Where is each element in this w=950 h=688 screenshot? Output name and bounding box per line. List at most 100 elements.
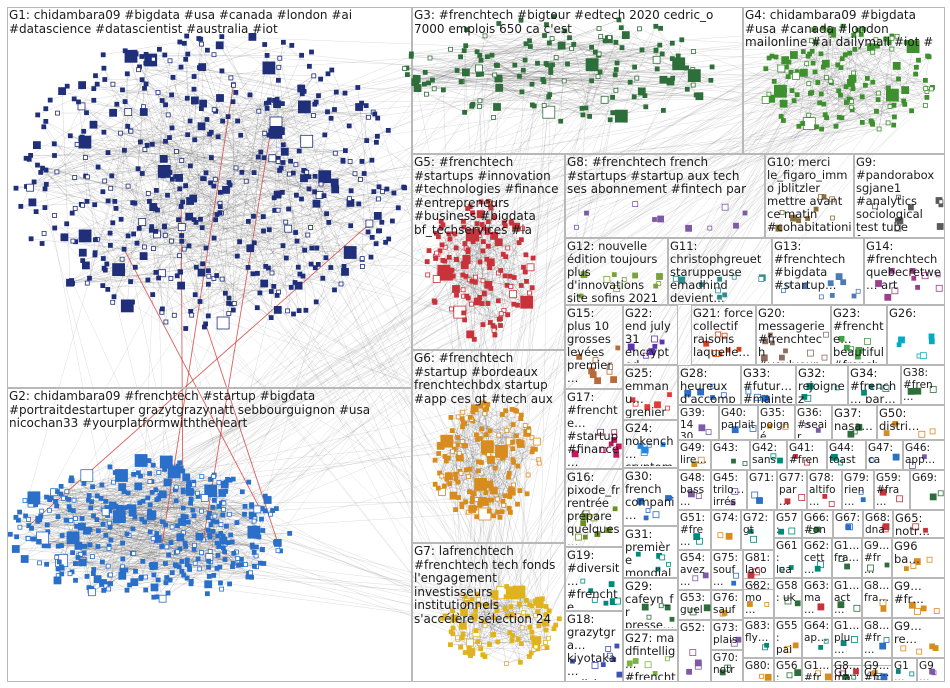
node-g1 <box>177 281 186 290</box>
edge <box>625 34 660 46</box>
node-g1 <box>318 76 324 82</box>
node-g3 <box>598 34 604 39</box>
node-g1 <box>196 36 202 41</box>
edge <box>499 34 626 89</box>
node-g72 <box>748 529 754 534</box>
edge <box>145 98 772 578</box>
node-g1 <box>124 49 138 63</box>
group-box-g48 <box>678 470 711 510</box>
node-g2 <box>162 561 168 566</box>
node-g2 <box>145 495 151 501</box>
node-g2 <box>204 591 210 597</box>
node-g6 <box>487 456 495 464</box>
node-g6 <box>514 433 519 439</box>
edge <box>156 102 195 235</box>
node-g1 <box>233 165 239 171</box>
node-g1 <box>302 247 308 253</box>
node-g1 <box>119 256 125 262</box>
node-g1 <box>308 261 314 267</box>
edge <box>121 203 221 220</box>
node-g6 <box>487 428 493 434</box>
node-g1 <box>42 205 48 211</box>
node-g3 <box>477 53 483 58</box>
edge <box>190 203 317 312</box>
edge <box>466 228 523 259</box>
group-box-g1u <box>832 665 862 682</box>
node-g1 <box>176 217 181 223</box>
node-g2 <box>67 571 73 577</box>
node-g12 <box>653 283 659 289</box>
node-g2 <box>71 497 77 503</box>
edge <box>439 250 500 320</box>
node-g6 <box>460 420 466 426</box>
edge <box>296 240 319 265</box>
edge <box>50 84 98 101</box>
node-g20 <box>770 340 775 346</box>
edge <box>46 521 213 565</box>
edge <box>821 87 933 130</box>
node-g5 <box>485 219 491 225</box>
group-box-g12 <box>565 238 668 305</box>
node-g1 <box>261 228 266 234</box>
edge <box>78 101 96 240</box>
edge <box>543 81 646 107</box>
node-g22 <box>648 348 656 356</box>
node-g1 <box>72 175 78 181</box>
edge <box>539 69 551 605</box>
node-g52 <box>686 668 692 675</box>
node-g5 <box>507 273 513 279</box>
edge <box>28 538 249 574</box>
node-g4 <box>901 98 907 104</box>
edge <box>275 122 494 635</box>
edge <box>61 91 71 283</box>
node-g1 <box>67 133 73 139</box>
node-g2 <box>206 564 212 570</box>
edge <box>506 647 548 664</box>
node-g7 <box>502 606 508 612</box>
node-g2 <box>173 498 179 504</box>
node-g2 <box>59 565 65 571</box>
edge <box>137 168 178 276</box>
edge <box>428 72 466 84</box>
node-g15 <box>592 357 599 364</box>
node-g3 <box>659 75 668 84</box>
edge <box>499 88 854 518</box>
node-g4 <box>858 32 864 37</box>
edge <box>153 508 260 566</box>
edge <box>194 46 914 140</box>
node-g4 <box>808 91 813 96</box>
node-g13 <box>835 273 843 281</box>
edge <box>231 55 268 304</box>
edge <box>148 193 221 204</box>
edge <box>320 184 323 279</box>
edge <box>589 71 601 117</box>
node-g11 <box>717 294 722 300</box>
node-g18 <box>605 646 612 652</box>
node-g15 <box>606 368 613 375</box>
edge <box>894 56 930 117</box>
node-g3 <box>495 84 504 92</box>
node-g9y <box>933 608 940 614</box>
edge <box>285 221 345 267</box>
edge <box>810 93 851 100</box>
node-g1 <box>312 199 321 208</box>
node-g2 <box>66 496 72 502</box>
node-g2 <box>220 512 226 518</box>
node-g2 <box>70 550 75 555</box>
node-g19 <box>580 578 586 584</box>
group-box-g74 <box>711 510 741 550</box>
edge <box>334 109 363 162</box>
edge <box>91 503 224 593</box>
node-g4 <box>863 82 868 88</box>
edge <box>193 250 352 483</box>
edge <box>304 106 346 272</box>
node-g3 <box>561 78 567 84</box>
node-g2 <box>55 514 61 519</box>
edge <box>157 179 216 211</box>
node-g2 <box>149 489 155 495</box>
node-g11 <box>715 287 721 294</box>
node-g4 <box>848 104 854 110</box>
edge <box>133 82 832 554</box>
edge <box>47 469 165 526</box>
node-g1 <box>348 188 354 194</box>
